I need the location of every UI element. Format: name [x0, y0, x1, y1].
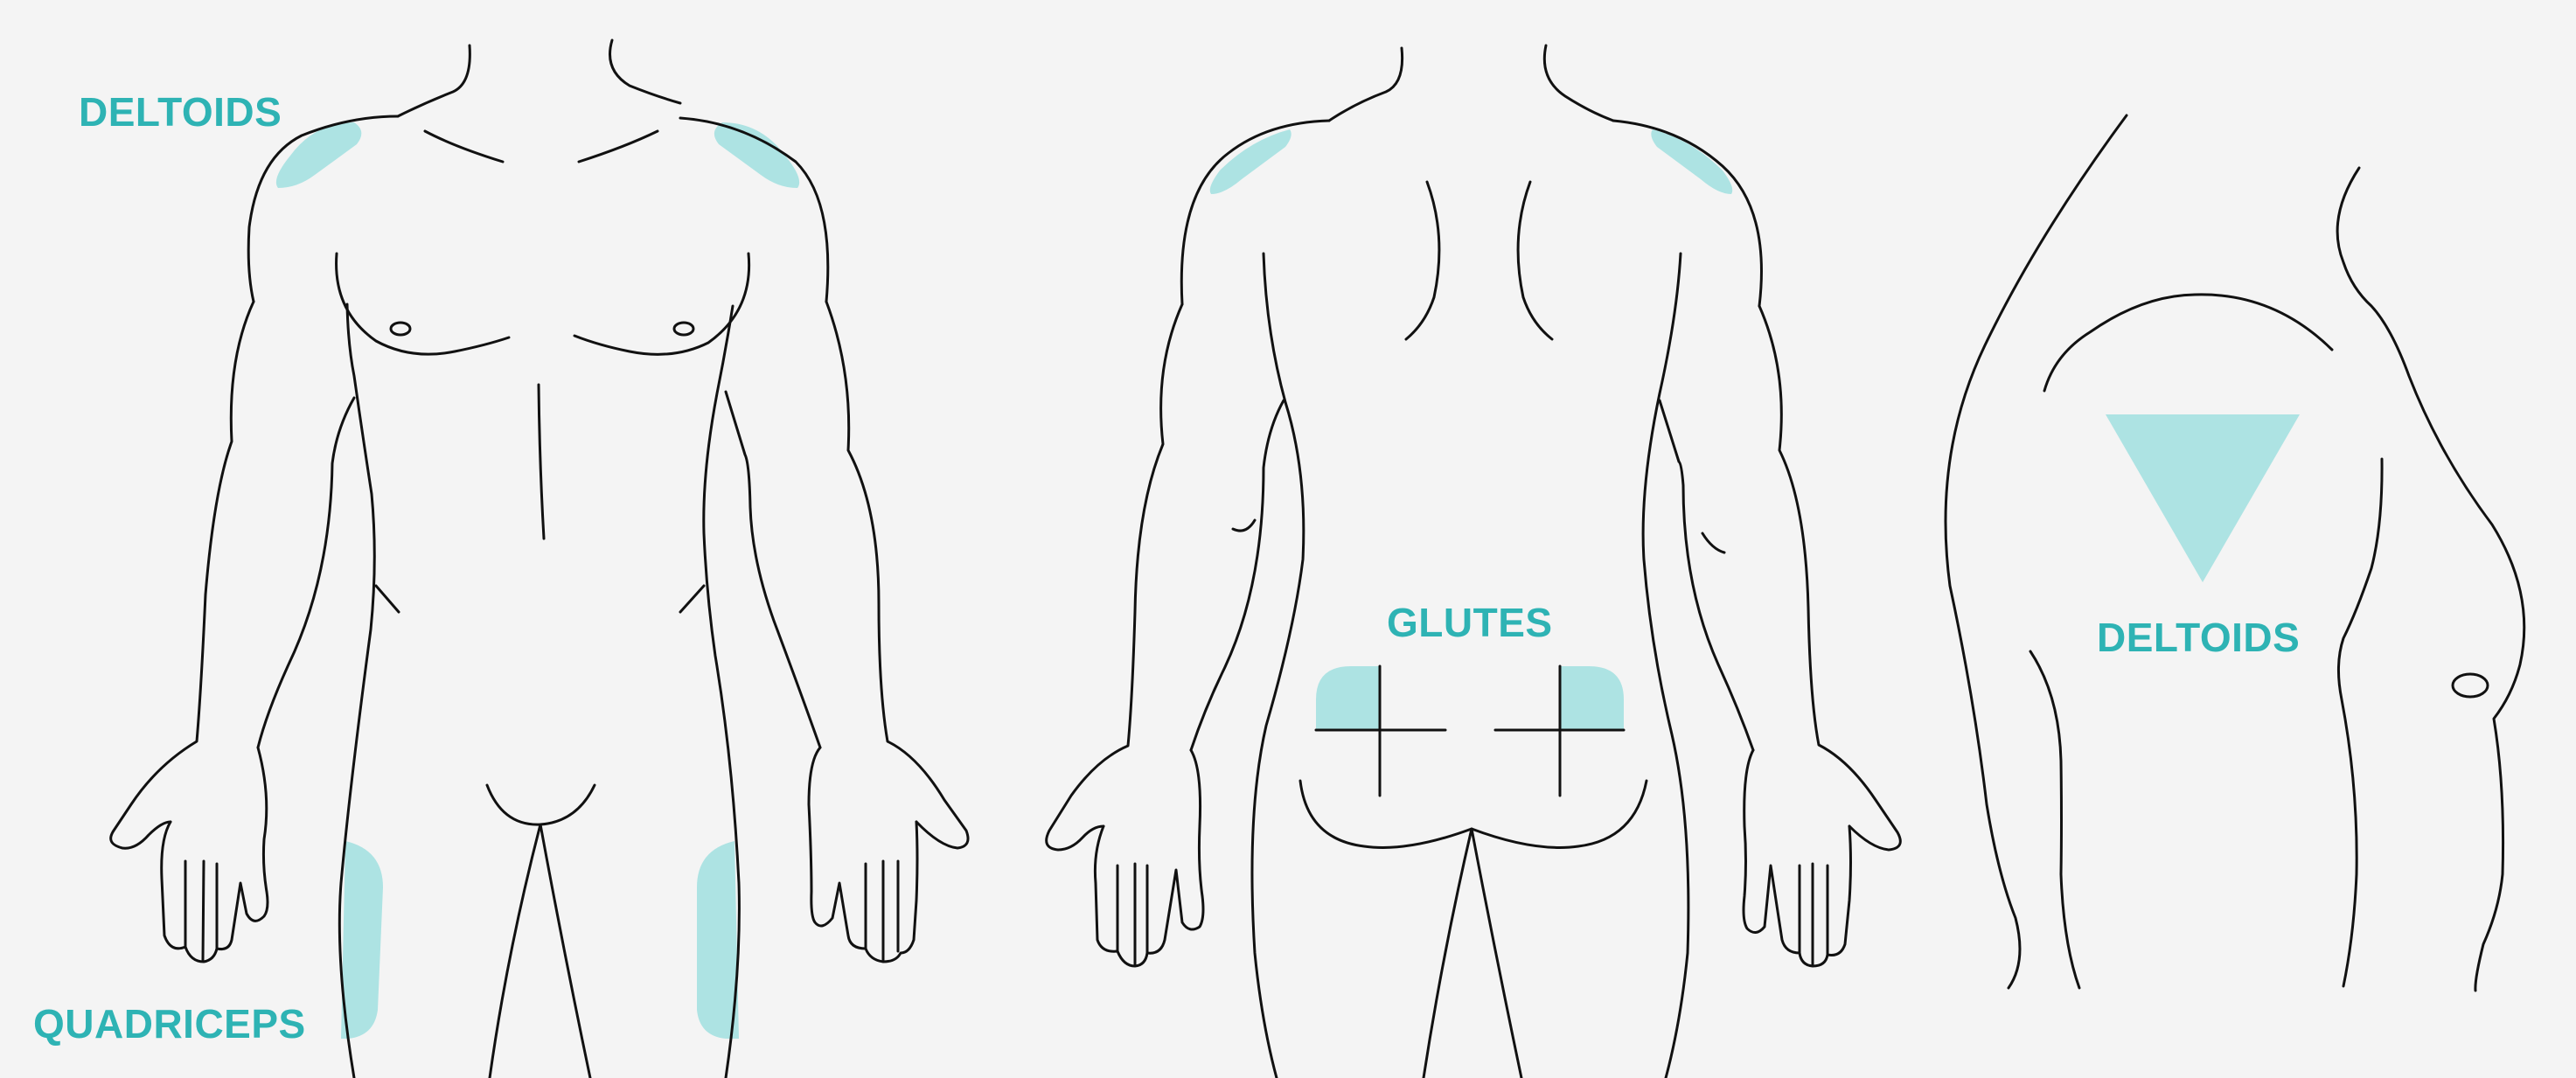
side-front-thigh: [2338, 459, 2382, 986]
back-left-shoulder-blade: [1406, 182, 1439, 339]
front-right-arm-outer: [826, 302, 968, 848]
back-right-fingers: [1800, 864, 1828, 964]
back-left-arm-outer: [1047, 304, 1182, 850]
back-neck-left: [1329, 48, 1403, 121]
front-left-deltoid-zone: [276, 122, 361, 188]
back-body-figure: [1047, 45, 1901, 1078]
front-right-chest: [574, 254, 749, 354]
front-right-arm-inner: [726, 392, 820, 748]
side-hip-zone: [2106, 414, 2300, 582]
front-left-arm-inner: [258, 398, 354, 748]
back-left-glute-zone: [1316, 666, 1380, 730]
back-right-arm-inner: [1660, 400, 1753, 750]
front-right-quadriceps-zone: [697, 841, 739, 1039]
front-right-hip-line: [680, 586, 704, 612]
back-right-deltoid-zone: [1651, 129, 1732, 194]
back-glutes-label: GLUTES: [1387, 600, 1553, 645]
front-left-chest: [337, 254, 509, 354]
front-right-nipple: [674, 323, 693, 335]
back-right-waist-crease: [1702, 533, 1724, 553]
front-left-hip-line: [376, 586, 399, 612]
front-left-nipple: [391, 323, 410, 335]
side-deltoids-label: DELTOIDS: [2097, 615, 2300, 660]
back-right-glute-zone: [1560, 666, 1624, 730]
front-right-hand: [809, 748, 917, 962]
side-back-thigh: [2030, 651, 2079, 988]
front-left-collarbone: [425, 131, 503, 162]
back-right-hand: [1744, 750, 1851, 966]
side-knee-mark: [2453, 674, 2488, 697]
back-inner-legs: [1424, 829, 1521, 1078]
side-back-line: [1946, 115, 2127, 988]
front-neck-left: [398, 45, 470, 116]
front-left-quadriceps-zone: [341, 841, 383, 1039]
front-deltoids-label: DELTOIDS: [79, 89, 282, 135]
front-inner-legs: [490, 824, 590, 1078]
back-left-waist-crease: [1233, 520, 1255, 531]
front-neck-right: [610, 40, 681, 103]
back-right-torso: [1643, 254, 1688, 1078]
back-right-arm-outer: [1759, 306, 1900, 850]
side-body-figure: [1946, 115, 2524, 991]
front-body-figure: [111, 40, 968, 1078]
front-abdomen-line: [539, 385, 544, 539]
back-right-shoulder-blade: [1518, 182, 1552, 339]
front-quadriceps-label: QUADRICEPS: [33, 1001, 306, 1047]
back-neck-right: [1544, 45, 1613, 121]
back-left-torso: [1252, 254, 1304, 1078]
front-right-fingers: [866, 861, 898, 960]
front-left-hand: [162, 748, 268, 962]
side-glute-curve: [2044, 295, 2332, 391]
front-left-arm-outer: [111, 302, 254, 848]
side-front-line: [2337, 168, 2524, 991]
back-left-arm-inner: [1191, 400, 1284, 750]
back-left-hand: [1095, 750, 1203, 966]
front-groin: [487, 785, 595, 824]
front-right-collarbone: [579, 131, 658, 162]
front-left-fingers: [185, 861, 217, 960]
back-left-fingers: [1117, 864, 1147, 964]
